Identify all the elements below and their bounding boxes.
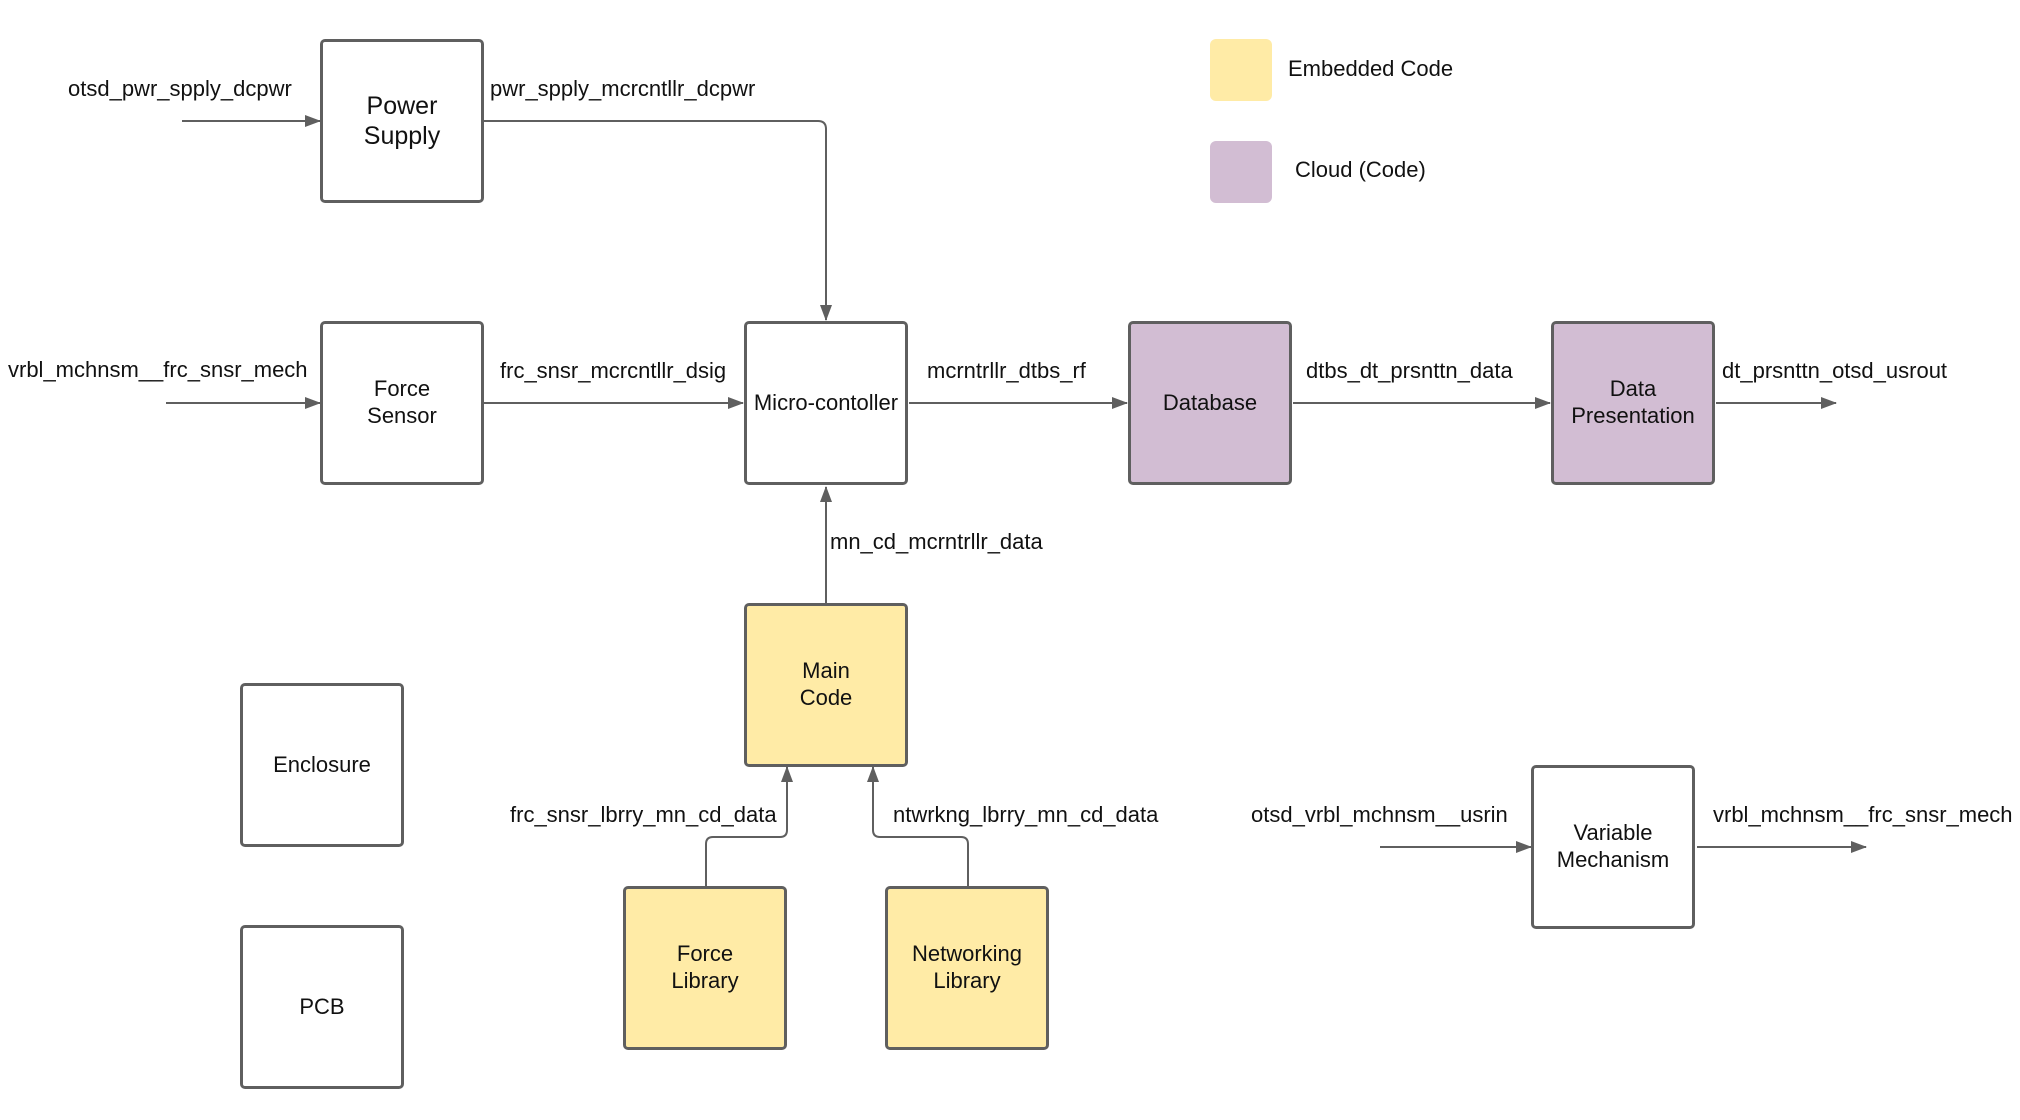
flow-label-vrbl-mchnsm-in: vrbl_mchnsm__frc_snsr_mech [8, 357, 308, 382]
microcontroller-block: Micro-contoller [744, 321, 908, 485]
force-sensor-block: Force Sensor [320, 321, 484, 485]
flow-label-vrbl-mchnsm-out: vrbl_mchnsm__frc_snsr_mech [1713, 802, 2013, 827]
flow-label-pwr-spply-mcrcntllr: pwr_spply_mcrcntllr_dcpwr [490, 76, 756, 101]
force-sensor-label: Force Sensor [367, 376, 437, 428]
legend-embedded-swatch [1210, 39, 1272, 101]
main-code-block: Main Code [744, 603, 908, 767]
variable-mechanism-label: Variable Mechanism [1556, 820, 1670, 872]
database-block: Database [1128, 321, 1292, 485]
flow-label-dtbs-dt-prsnttn: dtbs_dt_prsnttn_data [1306, 358, 1513, 383]
flow-label-otsd-vrbl-mchnsm: otsd_vrbl_mchnsm__usrin [1251, 802, 1508, 827]
flow-label-frc-snsr-lbrry: frc_snsr_lbrry_mn_cd_data [510, 802, 777, 827]
flow-label-mcrntrllr-dtbs: mcrntrllr_dtbs_rf [927, 358, 1086, 383]
data-presentation-label: Data Presentation [1571, 376, 1695, 428]
legend-embedded-label: Embedded Code [1288, 56, 1454, 81]
legend-cloud-swatch [1210, 141, 1272, 203]
flow-label-ntwrkng-lbrry: ntwrkng_lbrry_mn_cd_data [893, 802, 1159, 827]
legend-cloud-label: Cloud (Code) [1295, 157, 1426, 182]
flow-label-mn-cd-mcrntrllr: mn_cd_mcrntrllr_data [830, 529, 1043, 554]
variable-mechanism-block: Variable Mechanism [1531, 765, 1695, 929]
networking-library-block: Networking Library [885, 886, 1049, 1050]
enclosure-label: Enclosure [273, 751, 371, 777]
pcb-label: PCB [299, 993, 345, 1019]
microcontroller-label: Micro-contoller [753, 389, 899, 415]
pcb-block: PCB [240, 925, 404, 1089]
flow-label-otsd-pwr-spply: otsd_pwr_spply_dcpwr [68, 76, 292, 101]
arrow-force-library-to-main-code [705, 766, 793, 886]
power-supply-label: Power Supply [363, 91, 441, 151]
force-library-block: Force Library [623, 886, 787, 1050]
force-library-label: Force Library [671, 941, 739, 993]
arrow-power-supply-to-microcontroller [484, 120, 832, 321]
data-presentation-block: Data Presentation [1551, 321, 1715, 485]
networking-library-label: Networking Library [911, 941, 1023, 993]
power-supply-block: Power Supply [320, 39, 484, 203]
flow-label-frc-snsr-mcrcntllr: frc_snsr_mcrcntllr_dsig [500, 358, 727, 383]
flow-label-dt-prsnttn-otsd: dt_prsnttn_otsd_usrout [1722, 358, 1948, 383]
database-label: Database [1162, 389, 1258, 415]
enclosure-block: Enclosure [240, 683, 404, 847]
arrow-networking-library-to-main-code [867, 766, 969, 886]
main-code-label: Main Code [799, 658, 853, 710]
